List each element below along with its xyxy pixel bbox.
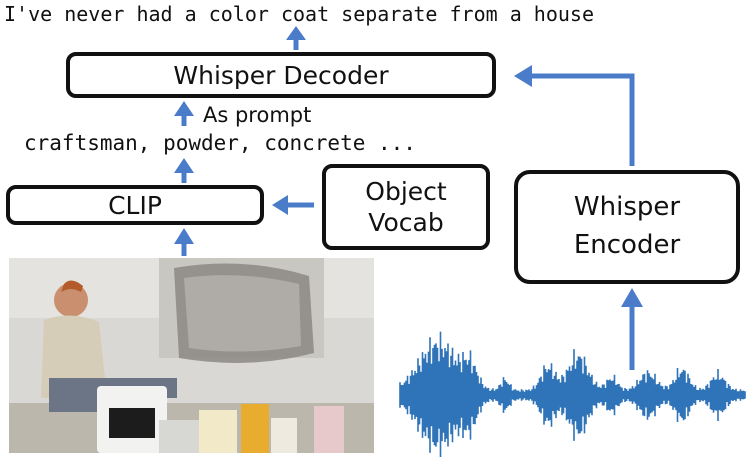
object-vocab-label: Object Vocab: [365, 176, 447, 237]
waveform-trace: [399, 331, 746, 457]
output-transcription: I've never had a color coat separate fro…: [4, 2, 595, 26]
arrow-up-icon: [174, 158, 194, 183]
arrow-up-icon: [621, 288, 643, 370]
whisper-decoder-box: Whisper Decoder: [66, 52, 496, 98]
whisper-encoder-label: Whisper Encoder: [573, 192, 681, 260]
arrow-up-icon: [286, 26, 306, 50]
arrow-up-icon: [174, 101, 194, 126]
arrow-up-icon: [174, 228, 194, 256]
arrow-left-icon: [272, 195, 314, 215]
whisper-decoder-label: Whisper Decoder: [173, 60, 389, 90]
video-frame-image: [9, 258, 374, 453]
whisper-encoder-box: Whisper Encoder: [514, 170, 740, 284]
vocab-words: craftsman, powder, concrete ...: [24, 131, 416, 155]
arrow-left-icon: [514, 65, 635, 166]
clip-box: CLIP: [6, 185, 264, 225]
clip-label: CLIP: [108, 190, 162, 220]
object-vocab-box: Object Vocab: [322, 164, 490, 250]
as-prompt-label: As prompt: [203, 103, 312, 127]
waveform-image: [399, 331, 746, 457]
